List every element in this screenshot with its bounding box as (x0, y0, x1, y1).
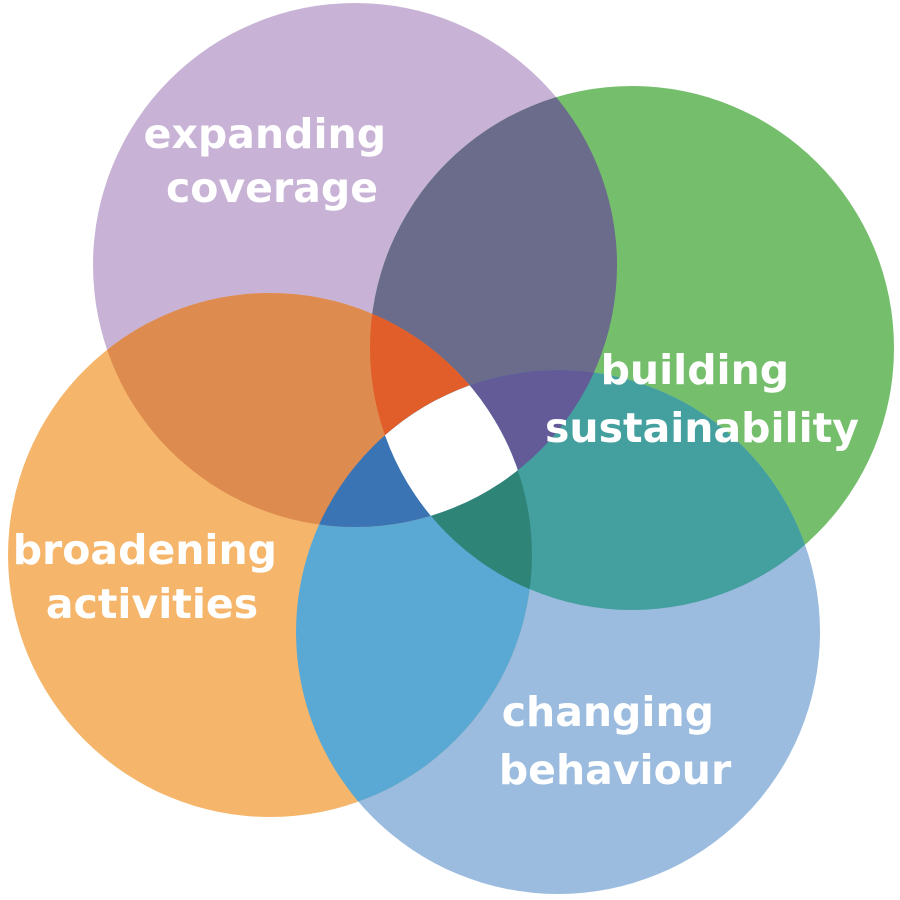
label-behaviour: behaviour (499, 746, 732, 794)
label-expanding: expanding (144, 110, 386, 158)
label-changing: changing (502, 688, 714, 736)
overlap-center (370, 370, 532, 527)
label-expanding-coverage: expanding coverage (144, 110, 401, 212)
label-coverage: coverage (166, 164, 378, 212)
label-sustainability: sustainability (545, 404, 859, 452)
label-building-sustainability: building sustainability (545, 346, 859, 452)
label-activities: activities (46, 580, 258, 628)
label-building: building (601, 346, 790, 394)
label-broadening-activities: broadening activities (13, 526, 292, 628)
label-changing-behaviour: changing behaviour (499, 688, 732, 794)
label-broadening: broadening (13, 526, 277, 574)
